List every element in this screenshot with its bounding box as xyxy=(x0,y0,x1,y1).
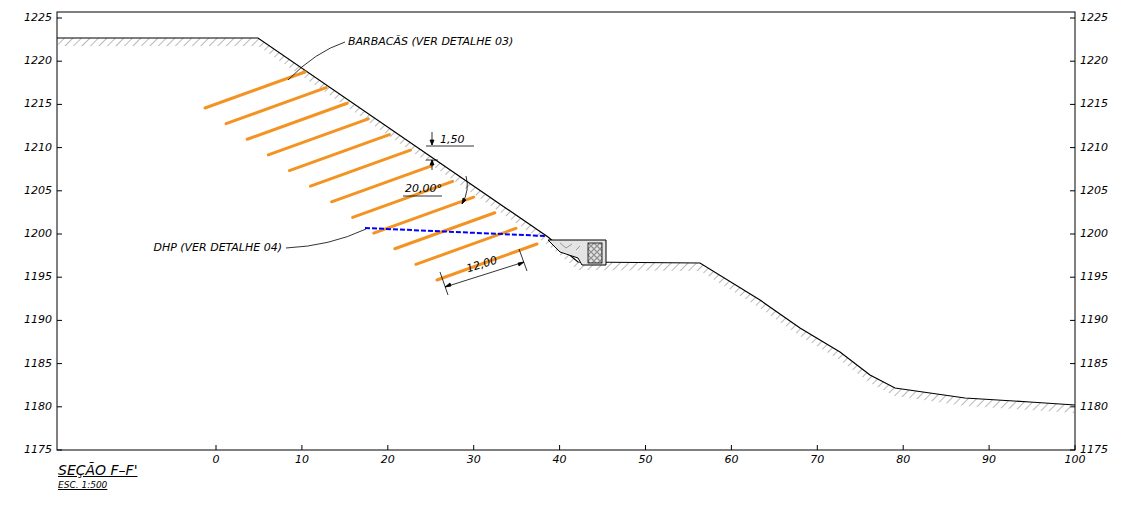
elevation-label: 1200 xyxy=(24,228,52,240)
dhp-drain xyxy=(365,228,546,236)
elevation-label: 1185 xyxy=(1080,358,1108,370)
elevation-label: 1200 xyxy=(1080,228,1108,240)
section-title: SEÇÃO F–F' xyxy=(58,463,138,478)
distance-label: 100 xyxy=(1065,454,1086,466)
elevation-label: 1220 xyxy=(24,55,52,67)
elevation-label: 1190 xyxy=(24,314,52,326)
distance-label: 90 xyxy=(982,454,996,466)
axis-ticks xyxy=(57,18,1075,450)
elevation-label: 1190 xyxy=(1080,314,1108,326)
soil-nail xyxy=(437,244,537,280)
elevation-label: 1210 xyxy=(1080,142,1108,154)
elevation-label: 1185 xyxy=(24,358,52,370)
elevation-label: 1215 xyxy=(1080,98,1108,110)
distance-label: 80 xyxy=(896,454,910,466)
elevation-label: 1205 xyxy=(24,185,52,197)
soil-nail xyxy=(310,150,410,186)
toe-wall xyxy=(548,240,606,265)
callout-text: DHP (VER DETALHE 04) xyxy=(153,242,282,254)
distance-label: 60 xyxy=(724,454,738,466)
distance-label: 0 xyxy=(213,454,220,466)
elevation-label: 1175 xyxy=(24,444,52,456)
ground-hatch xyxy=(57,38,1075,413)
dimension-marks xyxy=(403,132,527,295)
dimension-label: 12,00 xyxy=(465,255,499,276)
distance-label: 30 xyxy=(467,454,481,466)
elevation-label: 1195 xyxy=(24,271,52,283)
leader-lines xyxy=(286,42,366,248)
ground-profile xyxy=(57,38,1075,405)
soil-nail xyxy=(247,103,347,139)
elevation-label: 1180 xyxy=(1080,401,1108,413)
elevation-label: 1215 xyxy=(24,98,52,110)
elevation-label: 1210 xyxy=(24,142,52,154)
angle-label: 20,00° xyxy=(405,183,442,195)
elevation-label: 1225 xyxy=(1080,12,1108,24)
frame xyxy=(57,12,1075,450)
elevation-label: 1225 xyxy=(24,12,52,24)
soil-nail xyxy=(226,88,326,124)
dimension-label: 1,50 xyxy=(440,134,465,146)
distance-label: 20 xyxy=(381,454,395,466)
soil-nail xyxy=(289,135,389,171)
elevation-label: 1180 xyxy=(24,401,52,413)
distance-label: 70 xyxy=(810,454,824,466)
distance-label: 40 xyxy=(553,454,567,466)
elevation-label: 1195 xyxy=(1080,271,1108,283)
soil-nail xyxy=(268,119,368,155)
scale-note: ESC. 1:500 xyxy=(58,481,107,491)
distance-label: 50 xyxy=(639,454,653,466)
distance-label: 10 xyxy=(295,454,309,466)
elevation-label: 1205 xyxy=(1080,185,1108,197)
elevation-label: 1220 xyxy=(1080,55,1108,67)
soil-nail xyxy=(353,181,453,217)
callout-text: BARBACÃS (VER DETALHE 03) xyxy=(348,36,513,48)
soil-nail xyxy=(374,197,474,233)
